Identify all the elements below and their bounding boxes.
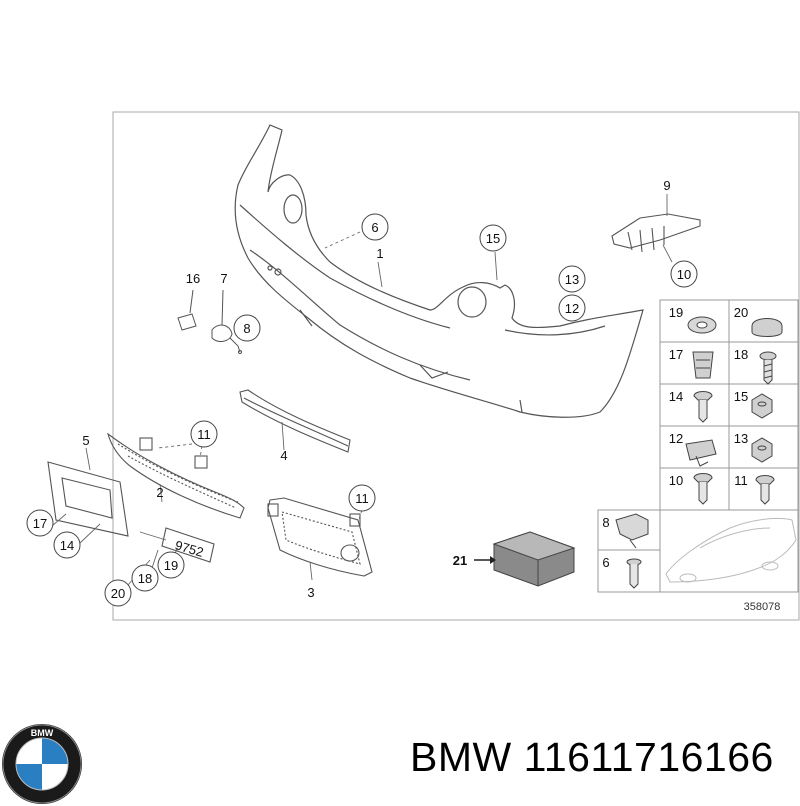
callout-17: 17 [26, 509, 54, 537]
bmw-logo: BMW [2, 724, 82, 804]
plate-holder-part-5 [47, 447, 129, 544]
svg-text:13: 13 [565, 272, 579, 287]
label-9: 9 [663, 178, 670, 193]
svg-text:17: 17 [33, 516, 47, 531]
callout-19: 19 [157, 551, 185, 579]
grid-label-19: 19 [669, 305, 683, 320]
svg-text:19: 19 [164, 558, 178, 573]
label-1: 1 [376, 246, 383, 261]
svg-text:10: 10 [677, 267, 691, 282]
label-4: 4 [280, 448, 287, 463]
label-16: 16 [186, 271, 200, 286]
svg-text:11: 11 [197, 427, 211, 442]
svg-text:14: 14 [60, 538, 74, 553]
svg-text:20: 20 [111, 586, 125, 601]
part-number-caption: BMW 11611716166 [410, 734, 774, 780]
callout-6: 6 [361, 213, 389, 241]
leader-lines-top [324, 231, 498, 288]
grid-label-11: 11 [734, 473, 748, 488]
grid-label-10: 10 [669, 473, 683, 488]
circled-callouts: 6 15 13 12 10 8 11 11 17 14 19 18 20 [26, 213, 698, 607]
diagram-border [112, 111, 800, 621]
fastener-drawings [615, 316, 797, 589]
fastener-grid [597, 299, 799, 593]
logo-letters: BMW [31, 728, 54, 738]
callout-11-top: 11 [190, 420, 218, 448]
label-2: 2 [156, 485, 163, 500]
callout-18: 18 [131, 564, 159, 592]
callout-20: 20 [104, 579, 132, 607]
grid-label-12: 12 [669, 431, 683, 446]
svg-text:6: 6 [371, 220, 378, 235]
plain-labels: 1 9 16 7 4 5 2 3 21 [82, 178, 670, 600]
bumper-cover [234, 124, 644, 418]
svg-text:15: 15 [486, 231, 500, 246]
box-part-21 [474, 531, 576, 587]
strip-part-4 [239, 389, 351, 453]
callout-10: 10 [670, 260, 698, 288]
lower-grille-part-3 [267, 497, 373, 581]
label-7: 7 [220, 271, 227, 286]
callout-12: 12 [558, 294, 586, 322]
grid-label-15: 15 [734, 389, 748, 404]
grid-label-17: 17 [669, 347, 683, 362]
reference-number: 358078 [744, 601, 781, 613]
svg-text:12: 12 [565, 301, 579, 316]
grid-label-20: 20 [734, 305, 748, 320]
svg-text:18: 18 [138, 571, 152, 586]
grille-part-2 [107, 432, 245, 519]
label-21: 21 [453, 553, 467, 568]
small-caps-16-7 [177, 289, 242, 354]
callout-11-right: 11 [348, 484, 376, 512]
callout-13: 13 [558, 265, 586, 293]
grid-label-8: 8 [602, 515, 609, 530]
callout-15: 15 [479, 224, 507, 252]
grid-label-14: 14 [669, 389, 683, 404]
fastener-grid-labels: 19 20 17 18 14 15 12 13 10 11 8 6 [602, 305, 748, 570]
label-3: 3 [307, 585, 314, 600]
svg-text:11: 11 [355, 491, 369, 506]
bracket-part-9 [611, 194, 701, 263]
callout-14: 14 [53, 531, 81, 559]
callout-8: 8 [233, 314, 261, 342]
grid-label-18: 18 [734, 347, 748, 362]
label-5: 5 [82, 433, 89, 448]
parts-diagram: 9 7 5 2 [26, 111, 800, 621]
grid-label-13: 13 [734, 431, 748, 446]
grid-label-6: 6 [602, 555, 609, 570]
svg-text:8: 8 [243, 321, 250, 336]
